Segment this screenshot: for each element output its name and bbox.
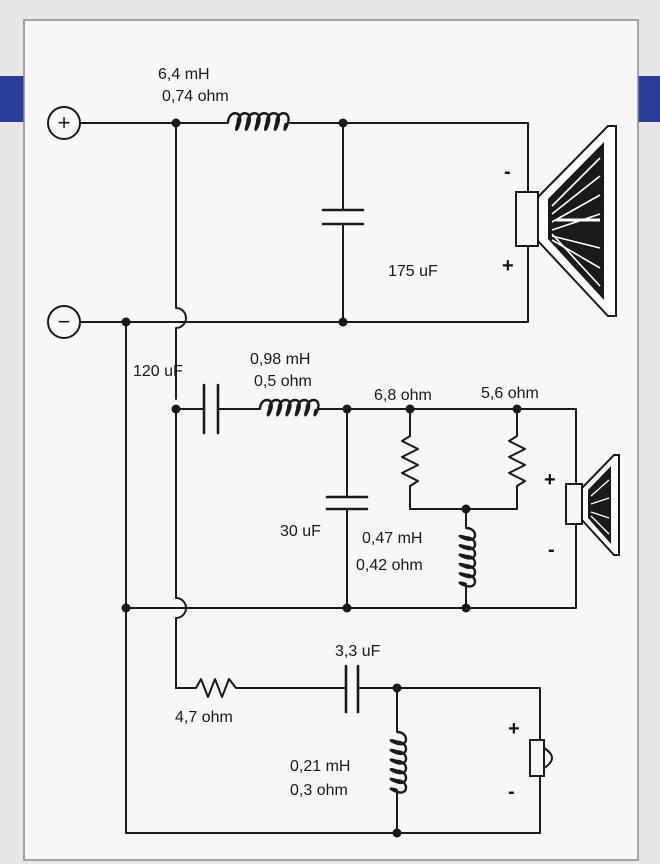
midrange-resistor-2 (508, 408, 526, 510)
tweeter-resistor (175, 678, 541, 741)
midrange-inductor-resistance: 0,5 ohm (254, 373, 312, 390)
woofer-speaker (515, 125, 617, 317)
midrange-resistor-1-value: 6,8 ohm (374, 387, 432, 404)
woofer-capacitor (321, 122, 365, 323)
midrange-inductor-value: 0,98 mH (250, 351, 310, 368)
midrange-shunt-capacitor-value: 30 uF (280, 523, 321, 540)
midrange-polarity-bottom: - (548, 539, 555, 561)
woofer-polarity-top: - (504, 161, 511, 183)
woofer-capacitor-value: 175 uF (388, 263, 438, 280)
midrange-notch-inductor-value: 0,47 mH (362, 530, 422, 547)
diagram-panel (23, 19, 639, 861)
midrange-notch-inductor-resistance: 0,42 ohm (356, 557, 423, 574)
midrange-series-capacitor-value: 120 uF (133, 363, 183, 380)
tweeter-capacitor (344, 664, 360, 714)
tweeter-polarity-top: + (508, 718, 520, 740)
positive-terminal: + (47, 106, 81, 140)
woofer-polarity-bottom: + (502, 255, 514, 277)
tweeter-speaker (529, 739, 553, 777)
negative-terminal: − (47, 305, 81, 339)
midrange-speaker (565, 454, 620, 556)
midrange-notch-inductor (458, 508, 477, 609)
midrange-shunt-capacitor (325, 408, 369, 609)
tweeter-inductor (389, 687, 408, 834)
tweeter-inductor-resistance: 0,3 ohm (290, 782, 348, 799)
midrange-inductor (258, 398, 320, 417)
negative-terminal-symbol: − (58, 309, 71, 334)
midrange-resistor-1 (401, 408, 518, 510)
negative-rail (79, 243, 577, 834)
tweeter-inductor-value: 0,21 mH (290, 758, 350, 775)
woofer-inductor (226, 112, 290, 132)
tweeter-resistor-value: 4,7 ohm (175, 709, 233, 726)
tweeter-capacitor-value: 3,3 uF (335, 643, 381, 660)
woofer-inductor-value: 6,4 mH (158, 66, 210, 83)
positive-terminal-symbol: + (58, 110, 71, 135)
tweeter-polarity-bottom: - (508, 781, 515, 803)
woofer-inductor-resistance: 0,74 ohm (162, 88, 229, 105)
midrange-polarity-top: + (544, 469, 556, 491)
midrange-series-capacitor (175, 383, 577, 483)
midrange-resistor-2-value: 5,6 ohm (481, 385, 539, 402)
